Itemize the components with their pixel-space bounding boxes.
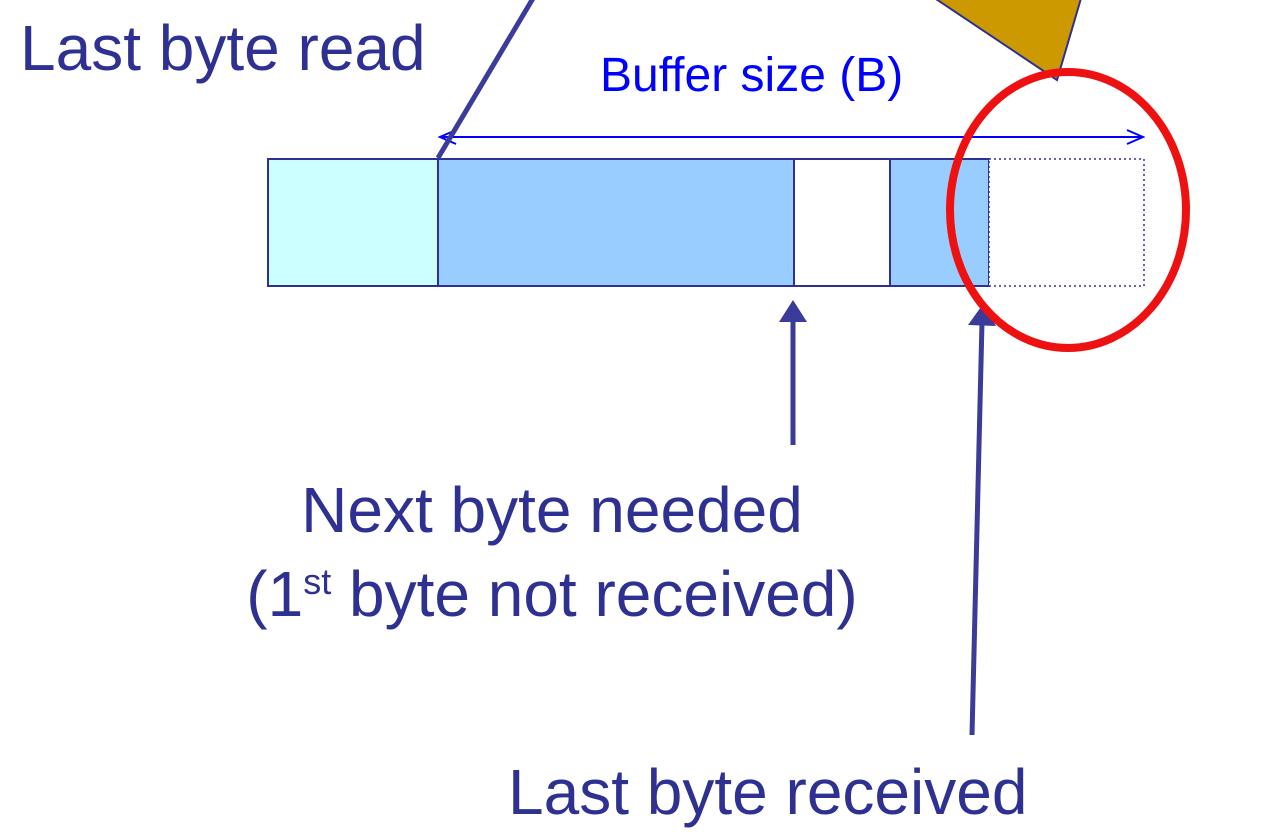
next-byte-needed-line2-prefix: (1 — [246, 558, 304, 630]
buffer-segment-gap — [793, 158, 891, 287]
last-byte-read-label: Last byte read — [20, 12, 426, 84]
pointer-triangle-icon — [935, 0, 1082, 82]
next-byte-needed-arrowhead-icon — [779, 300, 807, 322]
buffer-segment-received-contiguous — [437, 158, 795, 287]
next-byte-needed-label: Next byte needed (1st byte not received) — [170, 468, 934, 636]
last-byte-received-arrowhead-icon — [968, 304, 996, 326]
highlight-ellipse — [946, 68, 1190, 352]
next-byte-needed-line1: Next byte needed — [301, 474, 803, 546]
buffer-segment-received-out-of-order — [889, 158, 990, 287]
last-byte-received-arrow-shaft — [969, 321, 985, 736]
last-byte-received-label: Last byte received — [508, 756, 1028, 828]
next-byte-needed-line2-superscript: st — [303, 561, 332, 602]
next-byte-needed-line2: (1st byte not received) — [170, 552, 934, 636]
last-byte-read-pointer — [435, 0, 535, 160]
buffer-segment-free-space — [988, 158, 1145, 287]
buffer-segment-consumed — [267, 158, 439, 287]
buffer-size-label: Buffer size (B) — [600, 49, 904, 102]
next-byte-needed-line2-suffix: byte not received) — [331, 558, 858, 630]
